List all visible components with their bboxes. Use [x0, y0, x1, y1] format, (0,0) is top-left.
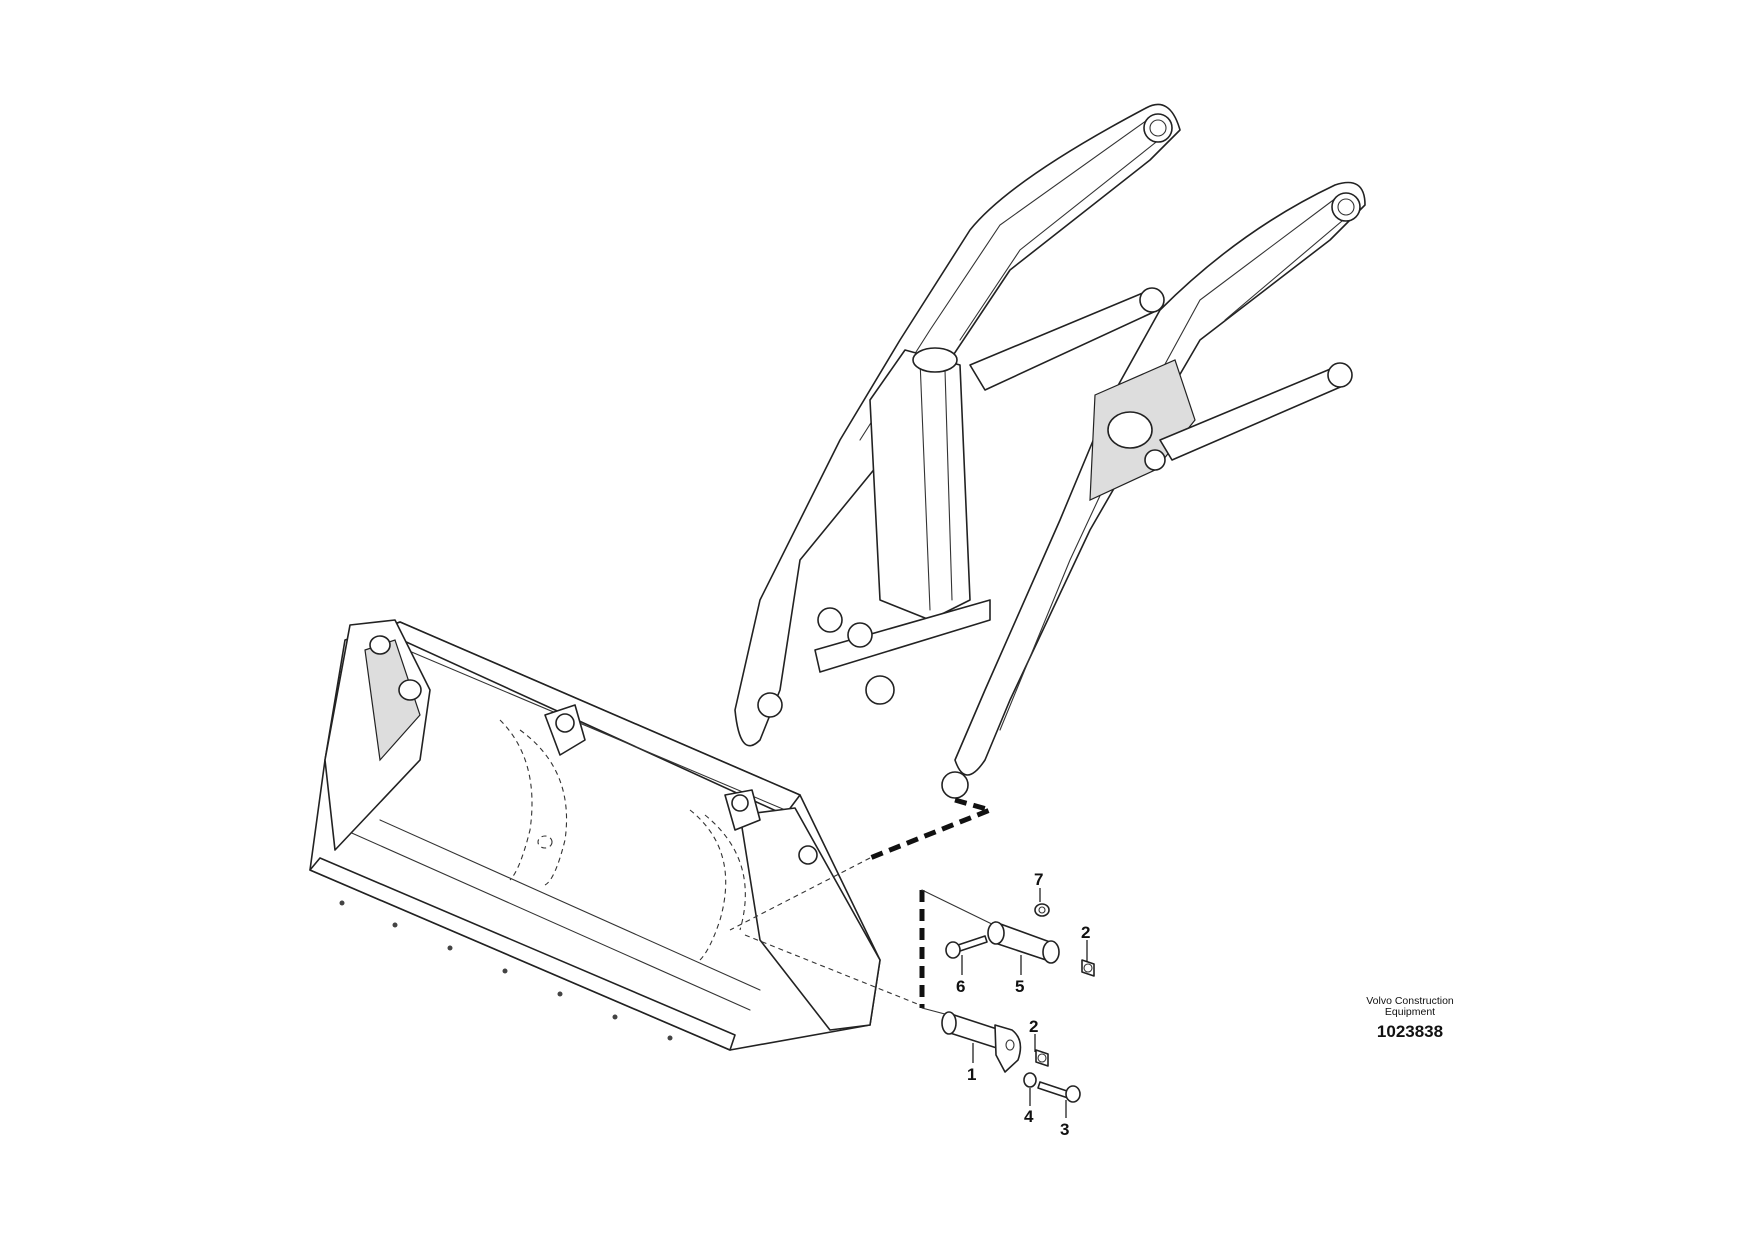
brand-label: Volvo Construction Equipment	[1330, 996, 1490, 1018]
brand-line-2: Equipment	[1384, 1006, 1436, 1018]
part-7-nut	[1034, 903, 1050, 917]
part-4-washer	[1023, 1072, 1037, 1088]
cross-tube	[814, 599, 991, 673]
callout-1: 1	[967, 1065, 976, 1084]
bucket-side-plate-right	[739, 807, 881, 1031]
part-5-sleeve	[987, 921, 1060, 964]
left-boom	[734, 103, 1181, 747]
part-1-pin	[941, 1011, 1022, 1073]
callout-2-lower: 2	[1029, 1017, 1038, 1036]
callouts: 7 2 6 5 2 1 4 3	[956, 870, 1090, 1139]
part-2-nut-lower	[1035, 1049, 1049, 1067]
bucket	[309, 619, 881, 1051]
part-6-bolt	[945, 935, 988, 959]
drawing-number: 1023838	[1376, 1022, 1444, 1041]
part-2-nut-upper	[1081, 959, 1095, 977]
bucket-cutting-edge	[309, 857, 736, 1051]
callout-7: 7	[1034, 870, 1043, 889]
callout-3: 3	[1060, 1120, 1069, 1139]
callout-4: 4	[1024, 1107, 1034, 1126]
lift-arm-assembly	[734, 103, 1366, 799]
brand-line-1: Volvo Construction	[1366, 995, 1454, 1007]
boom-lower-pin	[757, 692, 783, 718]
boom-pivot-pin-right	[1331, 192, 1361, 222]
part-3-bolt	[1037, 1081, 1081, 1103]
right-boom	[954, 181, 1366, 776]
callout-2-upper: 2	[1081, 923, 1090, 942]
callout-5: 5	[1015, 977, 1024, 996]
callout-6: 6	[956, 977, 965, 996]
boom-pivot-pin	[1143, 113, 1173, 143]
boom-lower-pin-right	[941, 771, 969, 799]
tilt-linkage	[869, 349, 971, 621]
parts	[941, 903, 1095, 1103]
